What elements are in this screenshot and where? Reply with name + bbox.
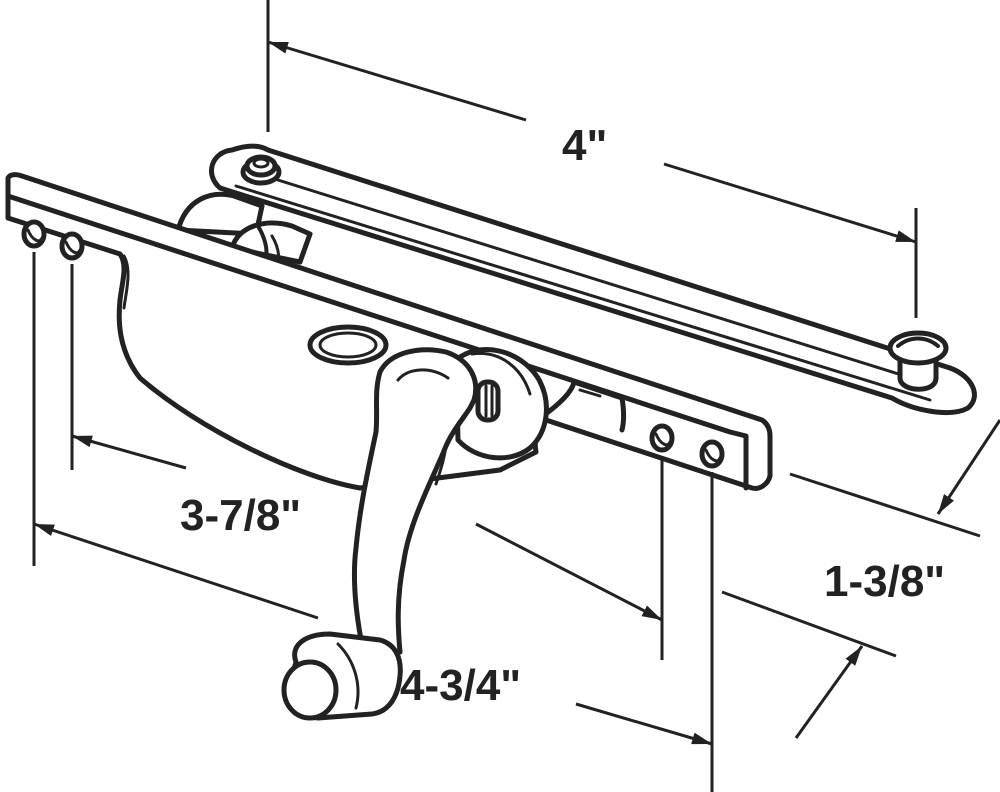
crank-handle (351, 347, 479, 667)
operator-base-bar (5, 172, 773, 491)
mount-hole-right-2 (699, 439, 725, 469)
mount-hole-left-1 (21, 219, 47, 249)
operator-arm (209, 143, 977, 416)
dim-arm-length-label: 4" (562, 121, 607, 170)
dim-hole-spacing-lines (70, 264, 664, 660)
dim-width-lines (721, 419, 1000, 739)
mount-hole-left-2 (59, 231, 85, 261)
dim-hole-spacing-label: 3-7/8" (180, 491, 301, 540)
mount-hole-right-1 (649, 423, 675, 453)
crank-hub (453, 347, 549, 461)
mounting-holes (21, 219, 725, 469)
dim-width-label: 1-3/8" (824, 557, 945, 606)
arm-pivot-stud (240, 154, 282, 186)
crank-knob (281, 631, 403, 721)
housing-boss (307, 324, 389, 366)
arm-end-stud (887, 330, 949, 392)
operator-part (5, 143, 977, 721)
gear-housing (175, 191, 313, 268)
dim-overall-length-lines (32, 252, 714, 792)
dimension-lines (32, 0, 1000, 792)
dim-arm-length-lines (266, 0, 918, 318)
dim-overall-length-label: 4-3/4" (400, 661, 521, 710)
